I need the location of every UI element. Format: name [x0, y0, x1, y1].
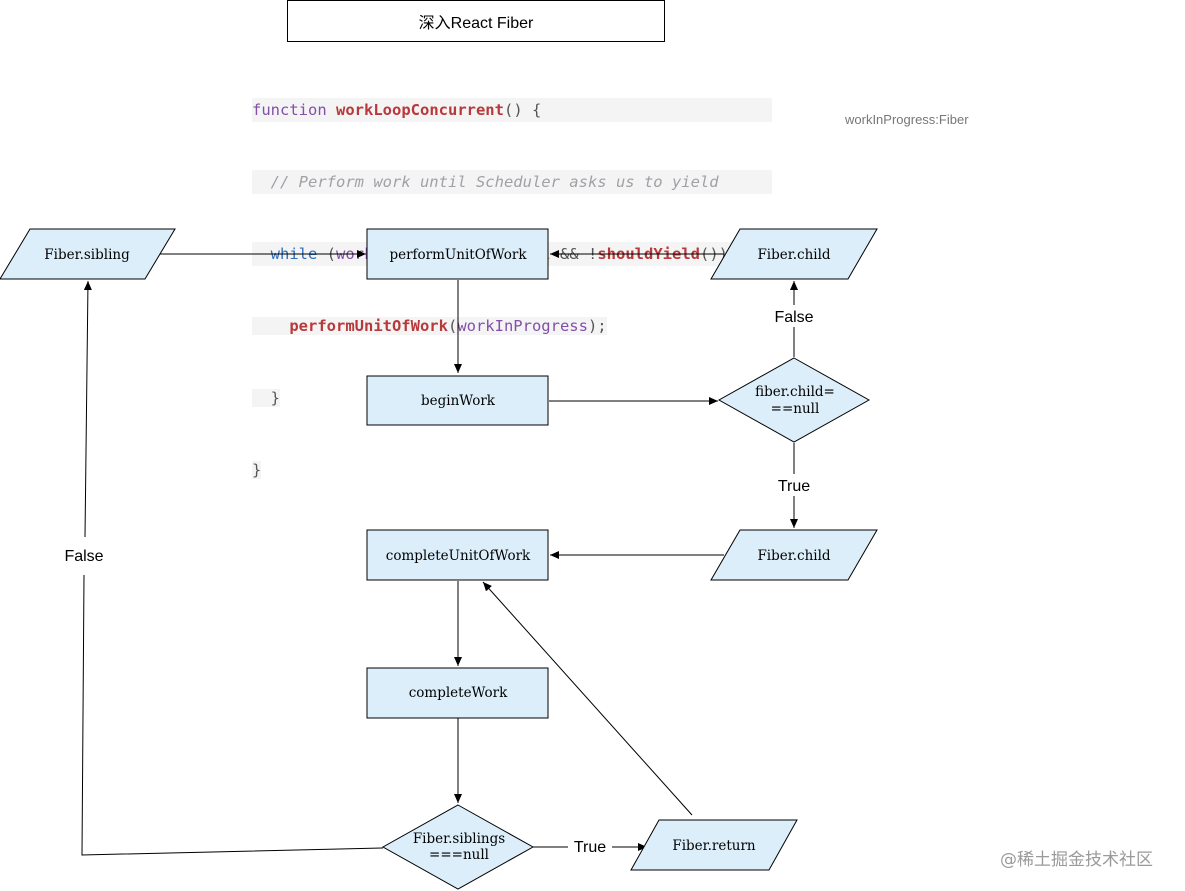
fiber-child-top-node: [710, 228, 878, 280]
code-punct: (: [447, 317, 458, 335]
edge-label-siblings-true: True: [574, 839, 606, 856]
code-keyword: function: [252, 101, 327, 119]
complete-unit-of-work-node: [366, 529, 549, 581]
edge-siblings-false-up: [83, 280, 92, 538]
complete-work-node: [366, 667, 549, 719]
code-function-name: performUnitOfWork: [289, 317, 448, 335]
code-comment: // Perform work until Scheduler asks us …: [270, 173, 719, 191]
fiber-child-top-label: Fiber.child: [757, 247, 830, 263]
siblings-check-label-line2: ===null: [429, 847, 489, 863]
watermark: @稀土掘金技术社区: [1000, 850, 1153, 870]
child-check-label-line2: ==null: [771, 401, 820, 417]
begin-work-label: beginWork: [421, 393, 496, 409]
edge-label-siblings-false: False: [64, 548, 103, 565]
begin-work-node: [366, 375, 549, 426]
edge-label-child-false: False: [774, 309, 813, 326]
fiber-child-bottom-label: Fiber.child: [757, 548, 830, 564]
code-function-name: workLoopConcurrent: [336, 101, 504, 119]
code-variable: workInProgress: [457, 317, 588, 335]
code-line-6: }: [252, 458, 772, 482]
perform-unit-of-work-node: [366, 228, 549, 280]
code-line-1: function workLoopConcurrent() {: [252, 98, 772, 122]
fiber-child-bottom-node: [710, 529, 878, 581]
siblings-check-label-line1: Fiber.siblings: [413, 831, 505, 847]
child-check-decision: [717, 357, 871, 443]
diagram-title: 深入React Fiber: [287, 0, 665, 42]
code-line-5: }: [252, 386, 772, 410]
code-punct: }: [252, 461, 262, 479]
fiber-sibling-label: Fiber.sibling: [44, 247, 130, 263]
code-line-4: performUnitOfWork(workInProgress);: [252, 314, 772, 338]
complete-unit-of-work-label: completeUnitOfWork: [386, 548, 531, 564]
code-punct: () {: [503, 101, 542, 119]
code-punct: );: [587, 317, 607, 335]
siblings-check-decision: [381, 804, 535, 890]
edge-return-to-complete-unit: [482, 581, 693, 816]
fiber-sibling-node: [0, 228, 176, 280]
edge-siblings-false: [81, 574, 384, 856]
complete-work-label: completeWork: [409, 685, 508, 701]
perform-unit-of-work-label: performUnitOfWork: [389, 247, 527, 263]
edge-label-child-true: True: [778, 478, 810, 495]
code-line-2: // Perform work until Scheduler asks us …: [252, 170, 772, 194]
child-check-label-line1: fiber.child=: [755, 384, 835, 400]
fiber-return-node: [630, 819, 798, 871]
side-note: workInProgress:Fiber: [845, 112, 969, 127]
code-punct: }: [270, 389, 281, 407]
fiber-return-label: Fiber.return: [672, 838, 756, 854]
